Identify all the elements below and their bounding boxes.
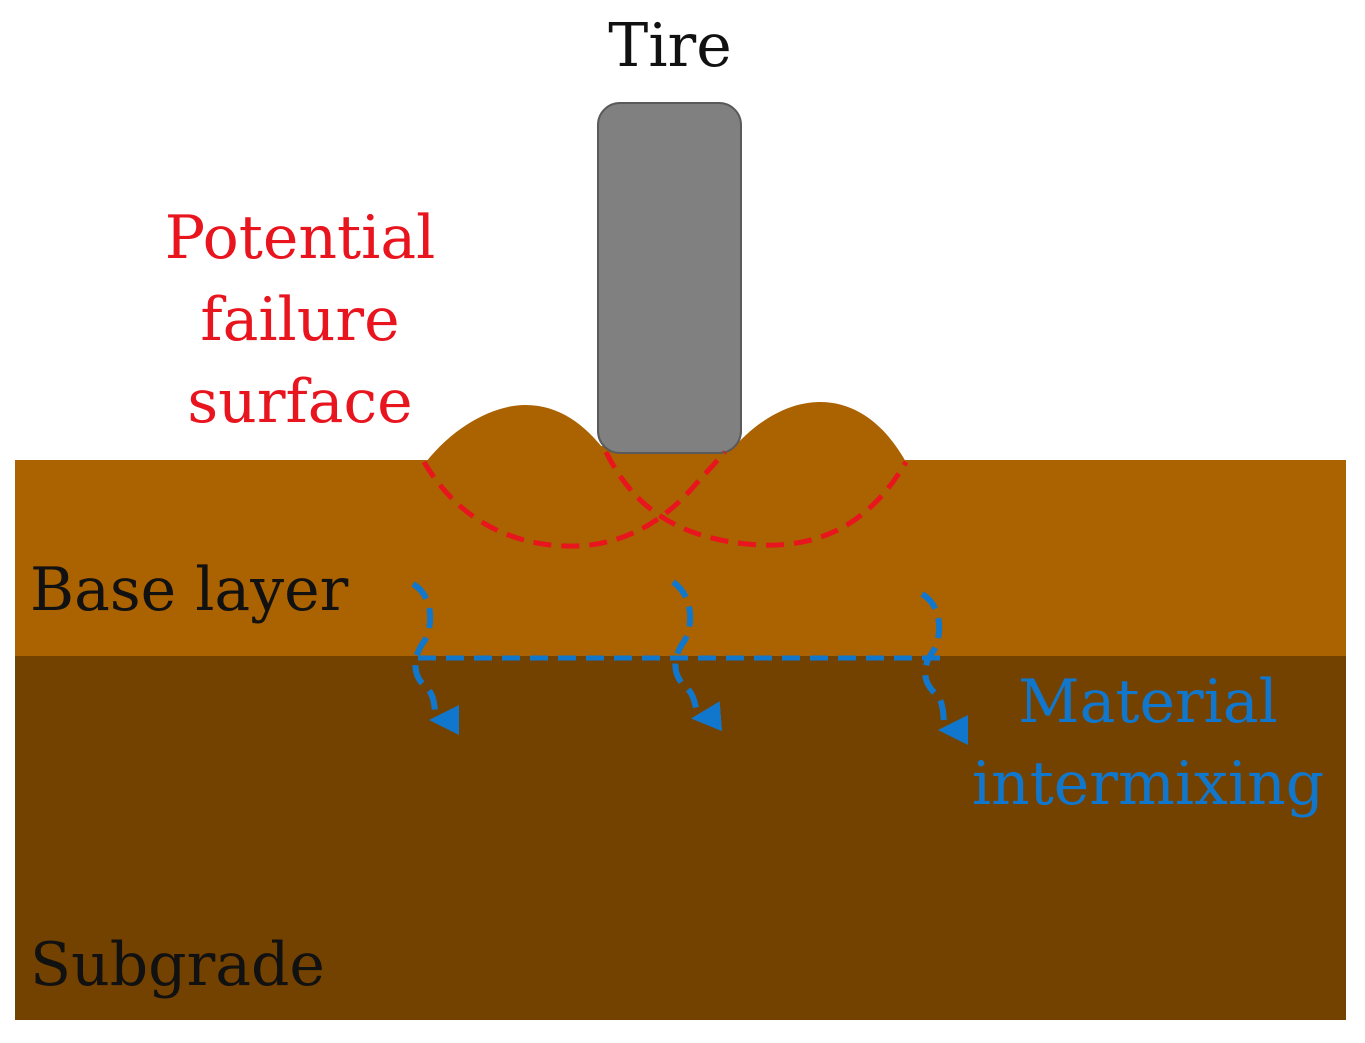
tire (597, 102, 742, 454)
label-failure-line2: failure (200, 285, 399, 355)
base-layer (15, 460, 1346, 656)
subgrade-layer (15, 654, 1346, 1020)
intermixing-arrow-right (920, 591, 969, 745)
label-intermix-line1: Material (1018, 667, 1278, 737)
failure-surface-right (603, 450, 909, 548)
label-tire: Tire (608, 11, 731, 81)
label-base-layer: Base layer (30, 555, 349, 625)
label-intermix-line2: intermixing (972, 749, 1324, 819)
intermixing-arrow-middle (671, 579, 723, 732)
label-failure-line1: Potential (165, 203, 436, 273)
intermixing-arrow-left (411, 581, 460, 735)
failure-surface-left (421, 450, 727, 549)
label-subgrade: Subgrade (30, 930, 325, 1000)
heave-left (426, 405, 606, 462)
heave-right (730, 402, 906, 462)
label-failure-line3: surface (187, 367, 412, 437)
